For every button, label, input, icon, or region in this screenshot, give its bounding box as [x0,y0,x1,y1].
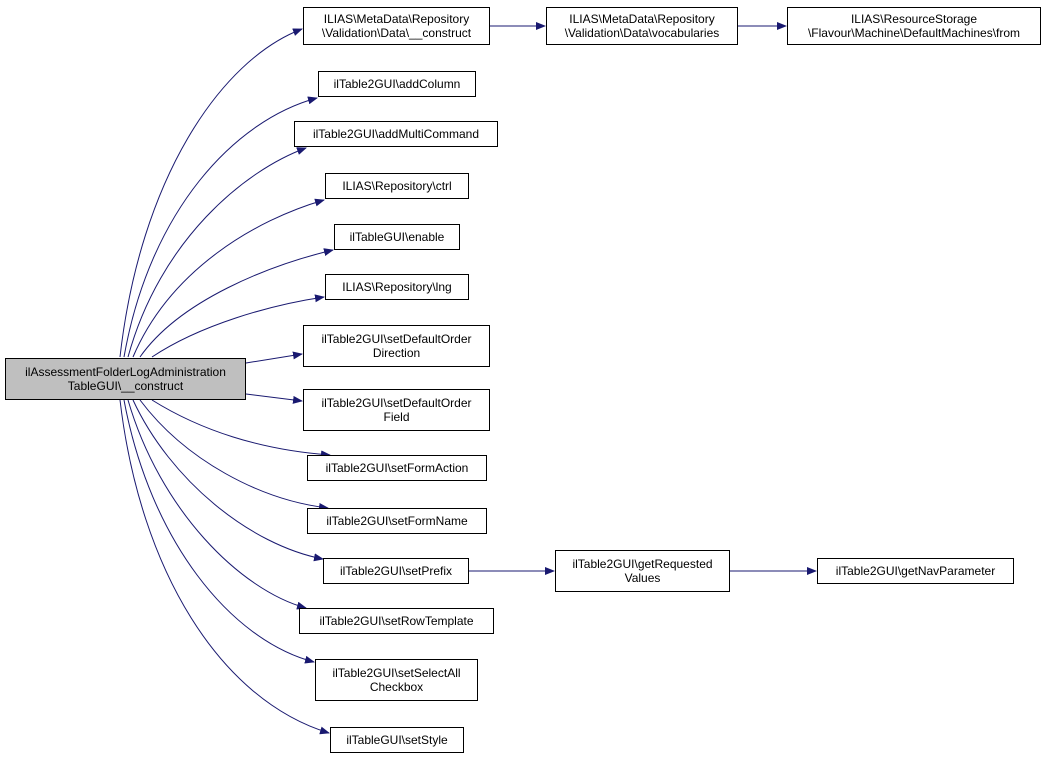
node-label-line: ILIAS\Repository\lng [342,280,452,294]
node-label-line: ilTable2GUI\getNavParameter [835,564,996,578]
node-label-line: ilTableGUI\setStyle [346,733,448,747]
node-label-line: ilTable2GUI\addMultiCommand [312,127,480,141]
edge-root-to-set-form-action [151,399,331,459]
edge-root-to-set-select-all-checkbox [123,399,315,664]
node-set-form-name[interactable]: ilTable2GUI\setFormName [307,508,487,534]
node-label-line: Checkbox [369,680,424,694]
node-label-line: ilTable2GUI\setDefaultOrder [321,396,472,410]
node-metadata-construct[interactable]: ILIAS\MetaData\Repository \Validation\Da… [303,7,490,45]
node-label-line: \Flavour\Machine\DefaultMachines\from [807,26,1021,40]
node-label-line: TableGUI\__construct [67,379,184,393]
edge-root-to-repository-lng [151,294,325,358]
node-label-line: ilTable2GUI\setRowTemplate [319,614,474,628]
node-resource-from[interactable]: ILIAS\ResourceStorage \Flavour\Machine\D… [787,7,1041,45]
node-label-line: Direction [372,346,421,360]
node-label-line: ILIAS\Repository\ctrl [342,179,452,193]
edge-root-to-repository-ctrl [132,198,325,358]
node-label-line: ILIAS\MetaData\Repository [569,12,715,26]
node-repository-ctrl[interactable]: ILIAS\Repository\ctrl [325,173,469,199]
node-set-style[interactable]: ilTableGUI\setStyle [330,727,464,753]
node-label-line: \Validation\Data\vocabularies [564,26,720,40]
node-table-enable[interactable]: ilTableGUI\enable [334,224,460,250]
node-label-line: Values [624,571,661,585]
node-set-form-action[interactable]: ilTable2GUI\setFormAction [307,455,487,481]
node-get-requested-values[interactable]: ilTable2GUI\getRequested Values [555,550,730,592]
node-label-line: ilTable2GUI\addColumn [333,77,461,91]
edge-root-to-set-default-order-direction [245,351,303,364]
node-set-select-all-checkbox[interactable]: ilTable2GUI\setSelectAll Checkbox [315,659,478,701]
node-label-line: ilTableGUI\enable [349,230,445,244]
node-root-construct[interactable]: ilAssessmentFolderLogAdministration Tabl… [5,358,246,400]
node-label-line: ILIAS\ResourceStorage [850,12,978,26]
node-metadata-vocabularies[interactable]: ILIAS\MetaData\Repository \Validation\Da… [546,7,738,45]
edge-root-to-add-column [123,96,318,358]
node-label-line: \Validation\Data\__construct [321,26,472,40]
node-label-line: ilTable2GUI\getRequested [572,557,713,571]
node-label-line: Field [383,410,410,424]
node-label-line: ilTable2GUI\setDefaultOrder [321,332,472,346]
node-label-line: ilTable2GUI\setSelectAll [332,666,461,680]
node-set-default-order-direction[interactable]: ilTable2GUI\setDefaultOrder Direction [303,325,490,367]
edge-root-to-set-row-template [127,399,307,610]
edge-root-to-set-default-order-field [245,393,303,404]
edge-root-to-table-enable [139,248,334,358]
node-label-line: ilTable2GUI\setFormName [326,514,468,528]
node-get-nav-parameter[interactable]: ilTable2GUI\getNavParameter [817,558,1014,584]
edge-root-to-set-style [119,399,330,735]
node-label-line: ILIAS\MetaData\Repository [323,12,470,26]
edge-root-to-metadata-construct [119,28,303,358]
node-add-column[interactable]: ilTable2GUI\addColumn [318,71,476,97]
node-label-line: ilTable2GUI\setPrefix [339,564,453,578]
edge-root-to-set-prefix [132,399,324,562]
node-set-row-template[interactable]: ilTable2GUI\setRowTemplate [299,608,494,634]
edge-root-to-add-multi-command [127,147,307,358]
node-label-line: ilAssessmentFolderLogAdministration [25,365,226,379]
node-set-prefix[interactable]: ilTable2GUI\setPrefix [323,558,469,584]
node-add-multi-command[interactable]: ilTable2GUI\addMultiCommand [294,121,498,147]
node-label-line: ilTable2GUI\setFormAction [325,461,469,475]
node-repository-lng[interactable]: ILIAS\Repository\lng [325,274,469,300]
node-set-default-order-field[interactable]: ilTable2GUI\setDefaultOrder Field [303,389,490,431]
edge-root-to-set-form-name [139,399,329,511]
